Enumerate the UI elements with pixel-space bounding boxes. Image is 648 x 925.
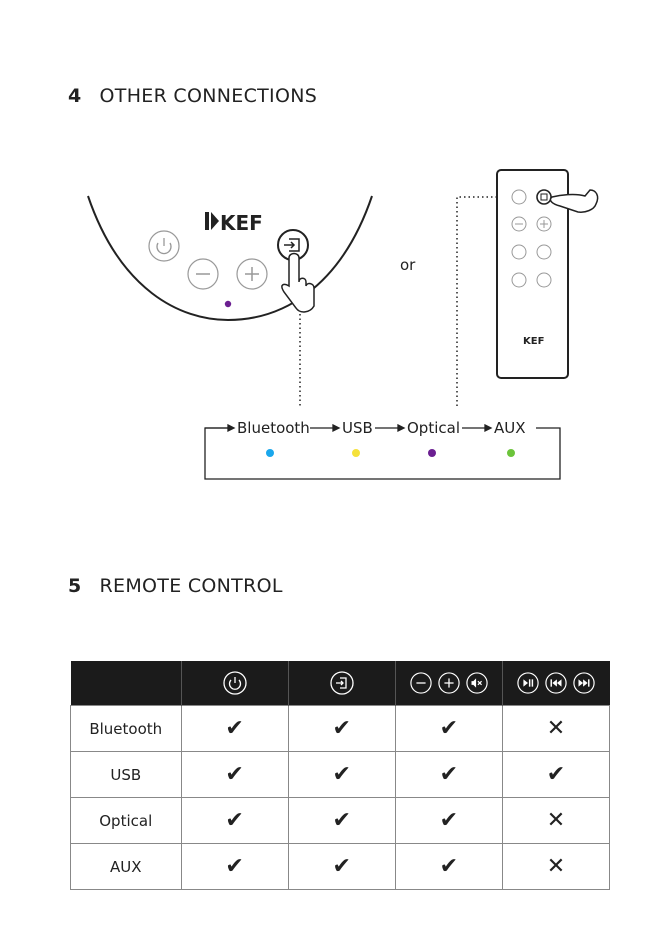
power-icon bbox=[223, 671, 247, 695]
usb-led-dot bbox=[352, 449, 360, 457]
source-icon bbox=[330, 671, 354, 695]
table-header-row bbox=[71, 661, 610, 706]
row-source-label: Optical bbox=[71, 798, 182, 844]
sequence-label-usb: USB bbox=[342, 419, 373, 437]
remote-previous-button bbox=[512, 273, 526, 287]
remote-brand-text: KEF bbox=[523, 336, 544, 347]
sequence-label-bluetooth: Bluetooth bbox=[237, 419, 310, 437]
header-transport bbox=[502, 661, 609, 706]
aux-led-dot bbox=[507, 449, 515, 457]
connections-diagram: KEF or bbox=[0, 0, 648, 560]
support-mark: ✔ bbox=[332, 762, 350, 787]
mute-icon bbox=[466, 672, 488, 694]
table-row: Bluetooth ✔ ✔ ✔ ✕ bbox=[71, 706, 610, 752]
remote-play-pause-button bbox=[537, 245, 551, 259]
support-mark: ✔ bbox=[225, 854, 243, 879]
header-source bbox=[288, 661, 395, 706]
support-mark: ✔ bbox=[225, 762, 243, 787]
hand-icon bbox=[282, 254, 314, 312]
brand-text: KEF bbox=[220, 211, 263, 235]
plus-icon bbox=[438, 672, 460, 694]
support-mark: ✔ bbox=[547, 762, 565, 787]
support-mark: ✕ bbox=[547, 854, 565, 879]
previous-icon bbox=[545, 672, 567, 694]
support-mark: ✔ bbox=[440, 762, 458, 787]
header-blank bbox=[71, 661, 182, 706]
support-mark: ✔ bbox=[225, 716, 243, 741]
support-mark: ✔ bbox=[332, 716, 350, 741]
section-number: 5 bbox=[68, 575, 82, 597]
row-source-label: AUX bbox=[71, 844, 182, 890]
support-mark: ✔ bbox=[440, 854, 458, 879]
table-row: AUX ✔ ✔ ✔ ✕ bbox=[71, 844, 610, 890]
remote-source-button bbox=[537, 190, 551, 204]
remote-power-button bbox=[512, 190, 526, 204]
support-mark: ✔ bbox=[332, 854, 350, 879]
bluetooth-led-dot bbox=[266, 449, 274, 457]
support-mark: ✕ bbox=[547, 716, 565, 741]
section-title: REMOTE CONTROL bbox=[100, 575, 283, 597]
row-source-label: USB bbox=[71, 752, 182, 798]
source-sequence: Bluetooth USB Optical AUX bbox=[205, 419, 560, 479]
kef-logo: KEF bbox=[205, 211, 263, 235]
speaker-power-button[interactable] bbox=[149, 231, 179, 261]
header-power bbox=[181, 661, 288, 706]
next-icon bbox=[573, 672, 595, 694]
support-mark: ✔ bbox=[440, 808, 458, 833]
optical-led-dot bbox=[428, 449, 436, 457]
remote-mute-button bbox=[512, 245, 526, 259]
minus-icon bbox=[410, 672, 432, 694]
table-row: Optical ✔ ✔ ✔ ✕ bbox=[71, 798, 610, 844]
speaker-led bbox=[225, 301, 231, 307]
section-5-heading: 5 REMOTE CONTROL bbox=[68, 575, 283, 597]
speaker-volume-down-button[interactable] bbox=[188, 259, 218, 289]
sequence-label-aux: AUX bbox=[494, 419, 526, 437]
support-mark: ✔ bbox=[440, 716, 458, 741]
support-mark: ✔ bbox=[332, 808, 350, 833]
row-source-label: Bluetooth bbox=[71, 706, 182, 752]
speaker-volume-up-button[interactable] bbox=[237, 259, 267, 289]
support-mark: ✔ bbox=[225, 808, 243, 833]
play-pause-icon bbox=[517, 672, 539, 694]
sequence-label-optical: Optical bbox=[407, 419, 460, 437]
support-mark: ✕ bbox=[547, 808, 565, 833]
header-volume bbox=[395, 661, 502, 706]
remote-control-table: Bluetooth ✔ ✔ ✔ ✕ USB ✔ ✔ ✔ ✔ Optical ✔ … bbox=[70, 661, 610, 890]
or-label: or bbox=[400, 256, 416, 274]
table-row: USB ✔ ✔ ✔ ✔ bbox=[71, 752, 610, 798]
remote-next-button bbox=[537, 273, 551, 287]
